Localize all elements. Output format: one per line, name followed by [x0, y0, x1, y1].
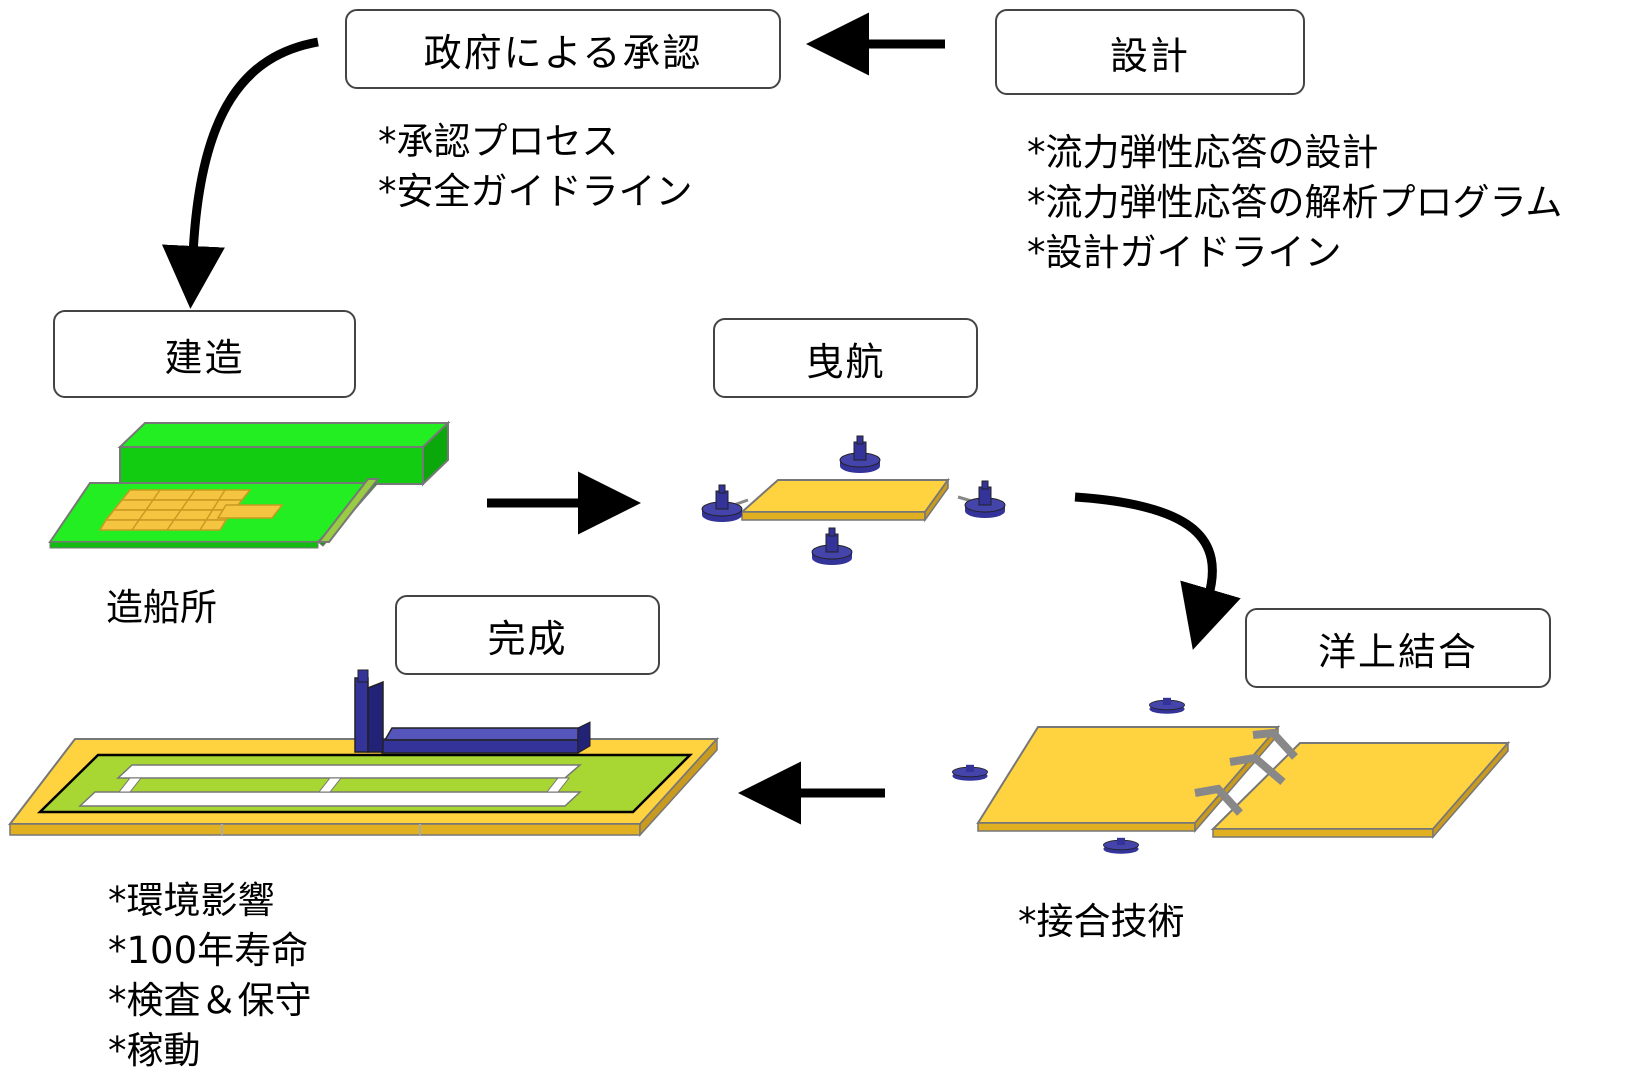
- arrow-approval-to-construction: [161, 37, 319, 309]
- design-notes: *流力弾性応答の設計 *流力弾性応答の解析プログラム *設計ガイドライン: [1027, 128, 1562, 278]
- approval-notes: *承認プロセス *安全ガイドライン: [378, 117, 693, 217]
- note-item: *接合技術: [1018, 900, 1185, 943]
- joining-tugboats: [951, 697, 1186, 854]
- note-item: *100年寿命: [108, 929, 309, 972]
- stage-construction-box: 建造: [53, 310, 356, 398]
- shipyard-label: 造船所: [106, 586, 217, 629]
- note-item: *承認プロセス: [378, 120, 619, 163]
- note-item: *安全ガイドライン: [378, 170, 693, 213]
- note-item: *環境影響: [108, 879, 275, 922]
- ocean-joining-illustration: [976, 724, 1511, 840]
- note-item: *稼動: [108, 1029, 201, 1072]
- stage-towing-box: 曳航: [713, 318, 978, 398]
- shipyard-illustration: [48, 420, 451, 549]
- completed-airport-illustration: [7, 669, 720, 837]
- stage-completion-box: 完成: [395, 595, 660, 675]
- tugboats: [701, 435, 1006, 565]
- joining-notes: *接合技術: [1018, 897, 1185, 947]
- stage-approval-box: 政府による承認: [345, 9, 781, 89]
- note-item: *流力弾性応答の設計: [1027, 131, 1379, 174]
- note-item: *流力弾性応答の解析プログラム: [1027, 181, 1563, 224]
- flow-arrows: [161, 12, 1241, 825]
- towing-illustration: [721, 477, 986, 523]
- note-item: *検査＆保守: [108, 979, 312, 1022]
- completion-notes: *環境影響 *100年寿命 *検査＆保守 *稼動: [108, 876, 312, 1076]
- arrow-towing-to-joining: [1074, 492, 1241, 650]
- stage-design-box: 設計: [995, 9, 1305, 95]
- note-item: *設計ガイドライン: [1027, 231, 1342, 274]
- stage-ocean-joining-box: 洋上結合: [1245, 608, 1551, 688]
